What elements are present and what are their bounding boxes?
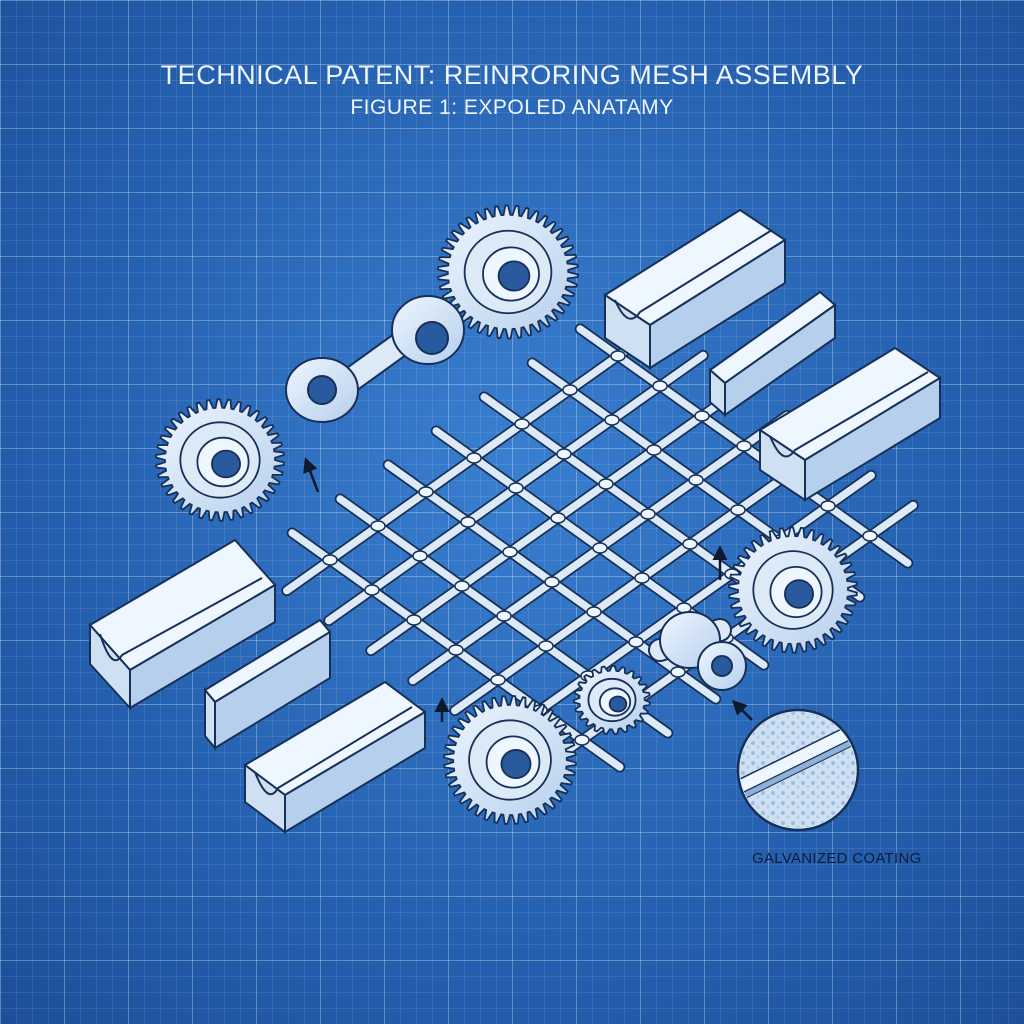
mesh-joint [448,644,464,656]
mesh-joint [694,410,710,422]
channel-top-1 [603,208,787,370]
figure-caption: FIGURE 1: EXPOLED ANATAMY [350,96,674,119]
coating-label: GALVANIZED COATING [752,850,922,867]
mesh-joint [508,482,524,494]
mesh-joint [466,452,482,464]
mesh-joint [364,584,380,596]
mesh-joint [460,516,476,528]
mesh-joint [490,674,506,686]
mesh-joint [406,614,422,626]
coupler-bottom [648,611,747,691]
mesh-joint [598,478,614,490]
mesh-joint [370,520,386,532]
mesh-joint [502,546,518,558]
mesh-joint [418,486,434,498]
arrow-left [303,457,320,493]
mesh-joint [550,512,566,524]
mesh-joint [820,500,836,512]
mesh-joint [586,606,602,618]
mesh-joint [562,384,578,396]
mesh-joint [634,572,650,584]
mesh-joint [322,554,338,566]
mesh-joint [730,504,746,516]
gear-small [573,664,651,736]
mesh-joint [640,508,656,520]
mesh-joint [610,350,626,362]
coating-detail-callout [736,708,860,832]
mesh-joint [736,440,752,452]
channel-bottom-2 [203,618,332,751]
mesh-joint [670,666,686,678]
gear-right [728,526,858,654]
mesh-joint [862,530,878,542]
gear-bore [211,449,241,479]
mesh-joint [544,576,560,588]
channel-bottom-3 [243,680,427,834]
mesh-joint [652,380,668,392]
gear-bottom [443,695,577,825]
gear-bore [497,260,531,292]
mesh-joint [604,414,620,426]
mesh-joint [592,542,608,554]
mesh-joint [646,444,662,456]
mesh-joint [514,418,530,430]
gear-left [155,398,285,522]
gear-top [437,204,579,340]
gear-bore [500,749,532,779]
mesh-joint [628,636,644,648]
mesh-joint [688,474,704,486]
mesh-joint [682,538,698,550]
page-title: TECHNICAL PATENT: REINRORING MESH ASSEMB… [160,60,864,90]
coupler-top [285,295,465,423]
gear-bore [784,579,814,609]
arrow-callout [731,699,753,721]
mesh-joint [412,550,428,562]
gear-bore [608,695,628,713]
reinforcing-mesh [281,319,919,777]
channel-top-2 [708,290,837,418]
mesh-joint [538,640,554,652]
mesh-joint [496,610,512,622]
mesh-joint [574,734,590,746]
mesh-joint [556,448,572,460]
channel-bottom-1 [88,538,277,711]
mesh-joint [454,580,470,592]
channel-top-3 [758,346,942,502]
